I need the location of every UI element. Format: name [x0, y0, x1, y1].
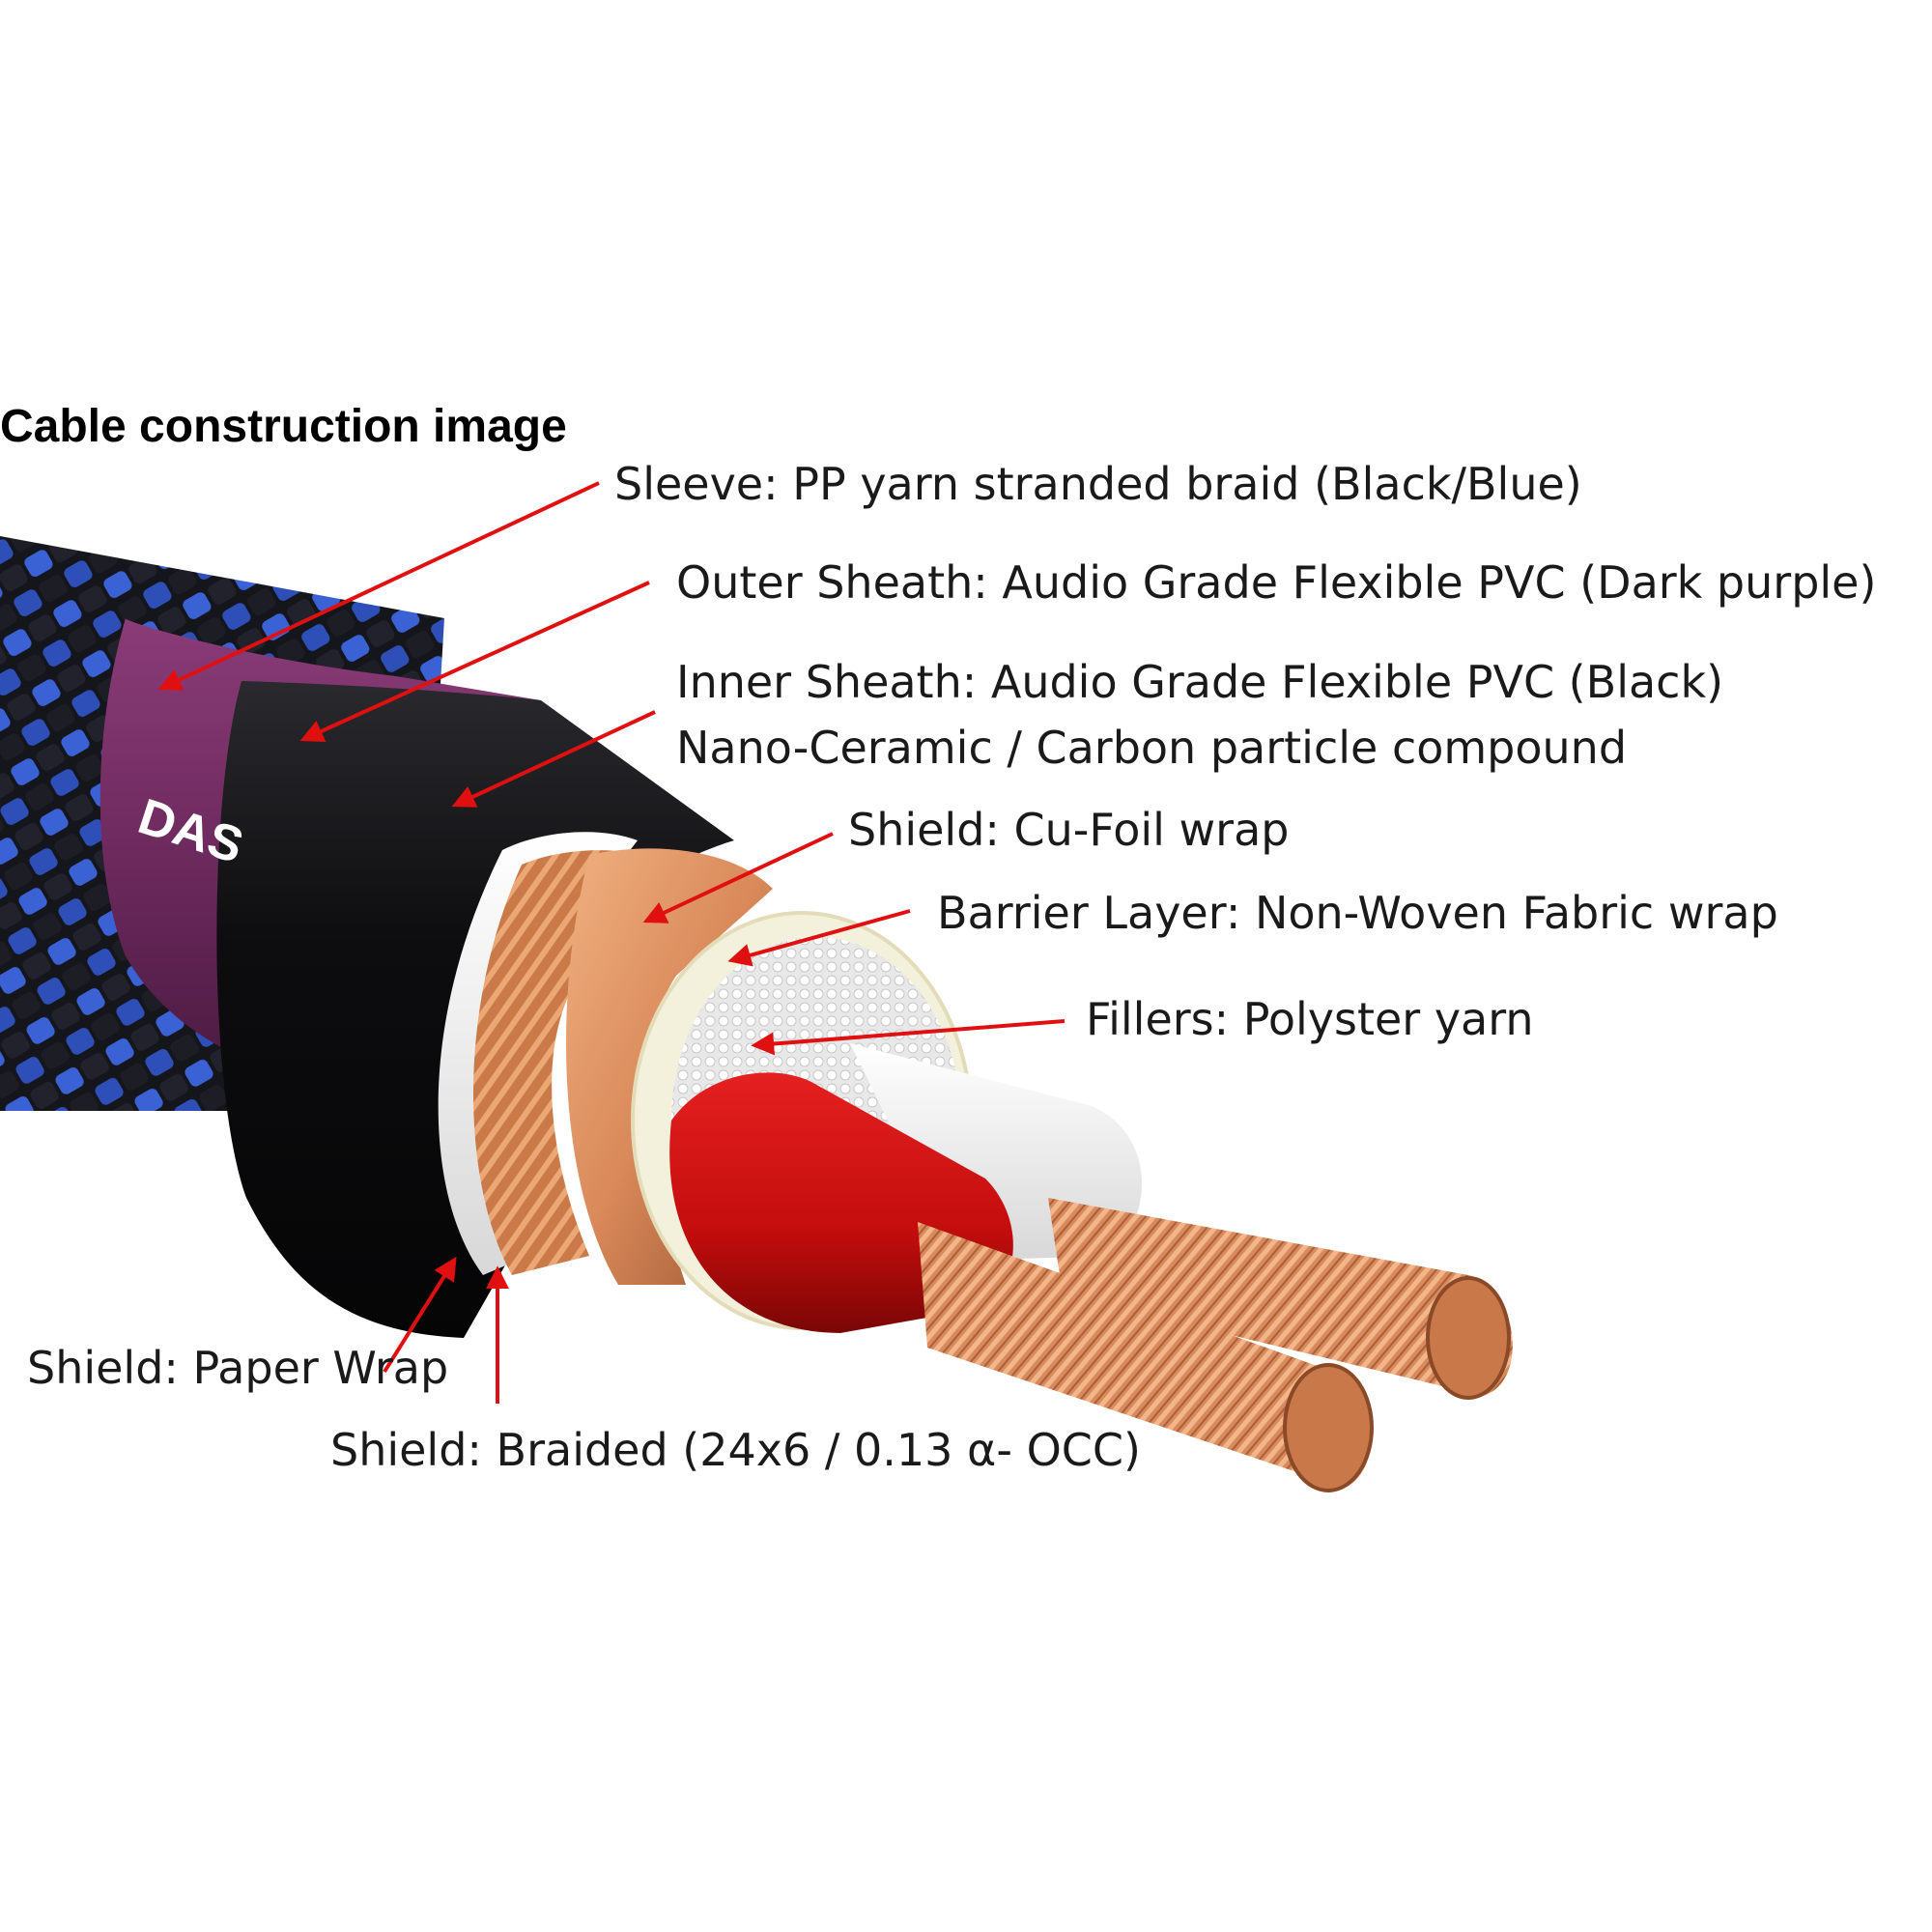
arrow-inner-sheath: [451, 710, 656, 808]
conductor-back-end: [1426, 1276, 1511, 1400]
cu-foil-layer: [566, 848, 773, 1285]
arrow-sleeve: [157, 481, 600, 691]
label-barrier-layer: Barrier Layer: Non-Woven Fabric wrap: [937, 887, 1778, 939]
label-fillers: Fillers: Polyster yarn: [1086, 993, 1534, 1045]
arrow-shield-paper: [383, 1256, 457, 1374]
arrow-barrier-layer: [727, 909, 911, 967]
conductor-back: [1048, 1198, 1513, 1396]
conductor-front-end: [1283, 1363, 1374, 1492]
braided-shield-layer: [473, 850, 676, 1275]
label-outer-sheath: Outer Sheath: Audio Grade Flexible PVC (…: [676, 556, 1877, 609]
label-shield-braided: Shield: Braided (24x6 / 0.13 α- OCC): [330, 1424, 1141, 1476]
conductor-front: [918, 1222, 1371, 1488]
page-title: Cable construction image: [0, 401, 567, 452]
label-shield-paper: Shield: Paper Wrap: [27, 1342, 449, 1394]
label-inner-sheath-1: Inner Sheath: Audio Grade Flexible PVC (…: [676, 656, 1724, 708]
arrow-outer-sheath: [299, 581, 650, 742]
label-sleeve: Sleeve: PP yarn stranded braid (Black/Bl…: [614, 458, 1582, 510]
label-inner-sheath-2: Nano-Ceramic / Carbon particle compound: [676, 722, 1628, 774]
label-shield-cu-foil: Shield: Cu-Foil wrap: [848, 804, 1290, 856]
arrow-fillers: [751, 1019, 1065, 1056]
arrow-cu-foil: [642, 832, 834, 923]
